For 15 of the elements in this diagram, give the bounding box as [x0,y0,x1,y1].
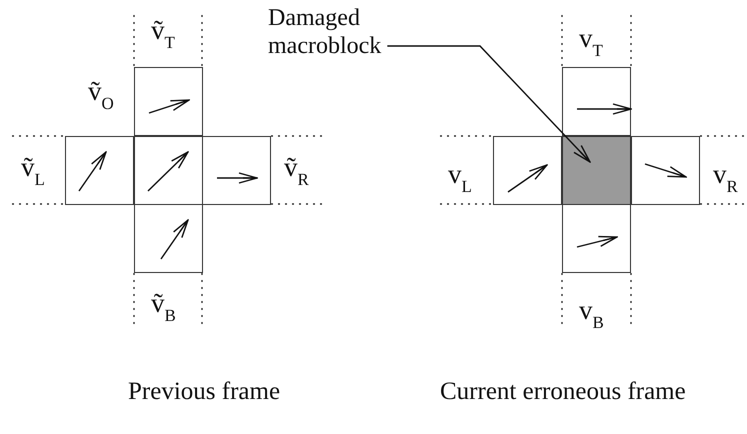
vector-label: v$_{T}$ [579,25,603,59]
leader-line [387,45,591,163]
caption: Current erroneous frame [440,378,686,406]
callout-text: Damaged macroblock [268,4,428,60]
vector-label: v$_{B}$ [579,297,604,331]
macroblock [134,136,203,205]
vector-label: ṽ$_{L}$ [21,154,45,188]
caption: Previous frame [128,378,280,406]
macroblock [562,136,631,205]
vector-label: ṽ$_{T}$ [151,17,175,51]
vector-label: ṽ$_{O}$ [88,78,114,112]
vector-label: ṽ$_{R}$ [284,154,309,188]
vector-label: ṽ$_{B}$ [151,290,176,324]
vector-label: v$_{R}$ [713,161,738,195]
vector-label: v$_{L}$ [448,161,472,195]
